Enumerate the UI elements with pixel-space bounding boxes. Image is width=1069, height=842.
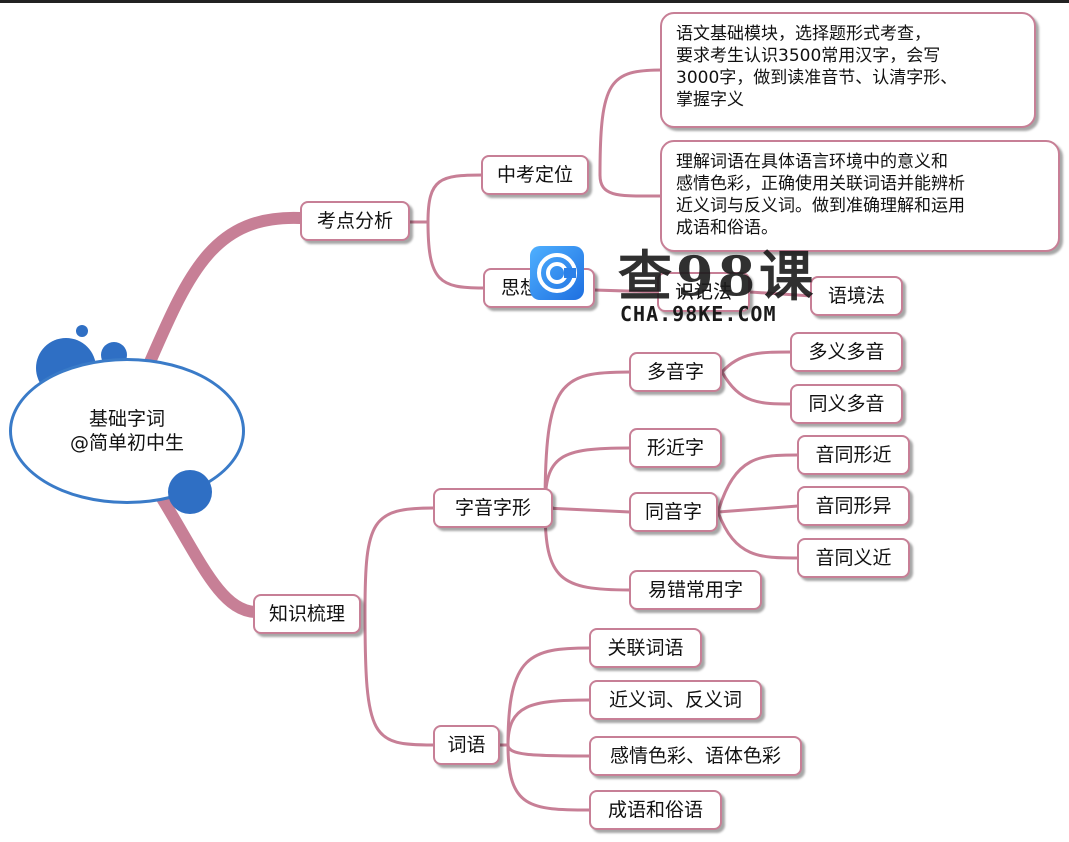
root-subtitle: @简单初中生 bbox=[69, 432, 184, 454]
top-border bbox=[0, 0, 1069, 3]
node-xingjin-zi[interactable]: 形近字 bbox=[629, 428, 722, 468]
root-title: 基础字词 bbox=[88, 408, 165, 430]
node-ganqing-seca[interactable]: 感情色彩、语体色彩 bbox=[589, 736, 802, 776]
node-duoyi-duoyin[interactable]: 多义多音 bbox=[790, 332, 903, 372]
node-yintong-yijin[interactable]: 音同义近 bbox=[797, 538, 910, 578]
root-node[interactable]: 基础字词 @简单初中生 bbox=[9, 358, 245, 504]
node-yintong-xingyi[interactable]: 音同形异 bbox=[797, 486, 910, 526]
decor-bubble-small bbox=[76, 325, 88, 337]
node-duoyin-zi[interactable]: 多音字 bbox=[629, 352, 722, 392]
node-chengyu-suyu[interactable]: 成语和俗语 bbox=[589, 790, 722, 830]
node-guanlian-ciyu[interactable]: 关联词语 bbox=[589, 628, 702, 668]
node-tongyi-duoyin[interactable]: 同义多音 bbox=[790, 384, 903, 424]
note-zhongkao-2: 理解词语在具体语言环境中的意义和 感情色彩，正确使用关联词语并能辨析 近义词与反… bbox=[660, 140, 1060, 252]
node-zhongkao-dingwei[interactable]: 中考定位 bbox=[481, 155, 589, 195]
node-ziyin-zixing[interactable]: 字音字形 bbox=[433, 488, 553, 528]
note-zhongkao-1: 语文基础模块，选择题形式考查， 要求考生认识3500常用汉字，会写 3000字，… bbox=[660, 12, 1036, 128]
node-ciyu[interactable]: 词语 bbox=[433, 725, 500, 765]
node-yintong-xingjin[interactable]: 音同形近 bbox=[797, 435, 910, 475]
node-jinyici-fanyici[interactable]: 近义词、反义词 bbox=[589, 680, 762, 720]
watermark-url: CHA.98KE.COM bbox=[620, 302, 777, 326]
node-yujing-fa[interactable]: 语境法 bbox=[810, 276, 903, 316]
node-tongyin-zi[interactable]: 同音字 bbox=[629, 492, 718, 532]
node-yicuo-changyongzi[interactable]: 易错常用字 bbox=[629, 570, 762, 610]
watermark-brand: 查98课 bbox=[618, 244, 818, 308]
node-kaodian-fenxi[interactable]: 考点分析 bbox=[300, 201, 410, 241]
watermark-logo-icon bbox=[530, 246, 584, 300]
node-zhishi-shuli[interactable]: 知识梳理 bbox=[253, 594, 361, 634]
node-shiji-fa[interactable]: 识记法 bbox=[657, 272, 750, 312]
decor-bubble-bottom bbox=[168, 470, 212, 514]
